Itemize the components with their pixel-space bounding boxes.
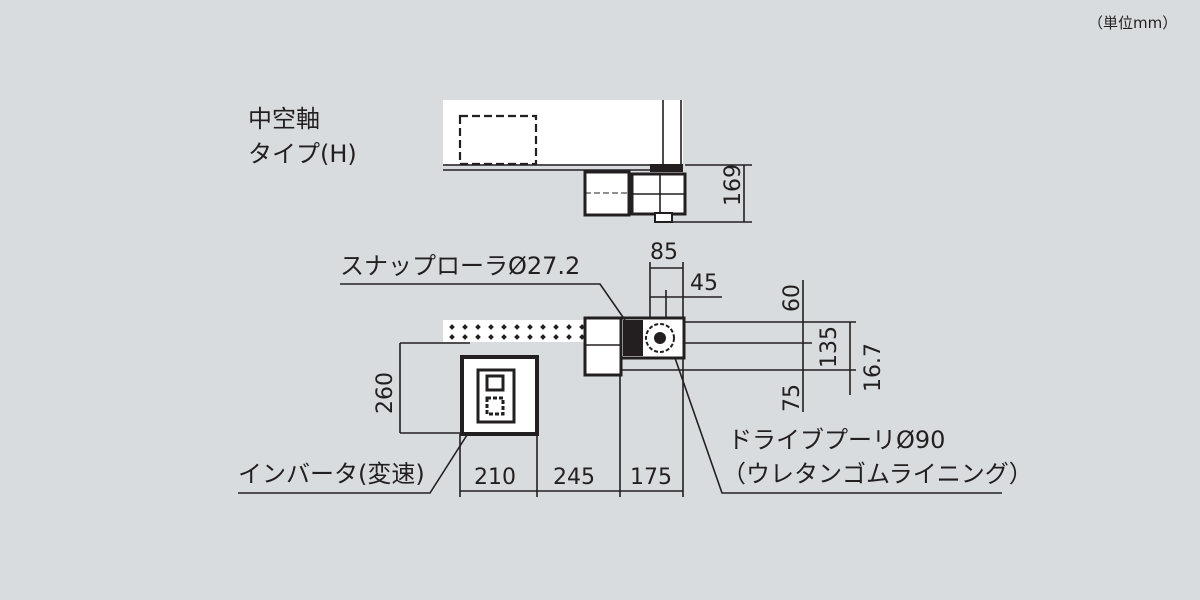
drive-pulley-note: （ウレタンゴムライニング） — [722, 460, 1033, 488]
roller-dot — [501, 324, 507, 330]
dim-85: 85 — [650, 240, 678, 265]
dim-16-7: 16.7 — [861, 343, 886, 392]
roller-dot — [527, 324, 533, 330]
roller-dot — [579, 324, 585, 330]
dim-45: 45 — [690, 271, 718, 296]
dim-60: 60 — [780, 284, 805, 312]
roller-dot — [566, 334, 572, 340]
dim-135: 135 — [817, 326, 842, 368]
roller-dot — [462, 334, 468, 340]
dim-210: 210 — [474, 465, 516, 490]
roller-dot — [579, 334, 585, 340]
roller-dot — [488, 324, 494, 330]
side-view: 169 — [443, 100, 752, 223]
dim-169: 169 — [721, 164, 746, 206]
roller-dot — [514, 324, 520, 330]
type-title-line1: 中空軸 — [248, 105, 320, 133]
snap-roller-callout: スナップローラØ27.2 — [340, 252, 580, 280]
roller-dot — [449, 334, 455, 340]
roller-dot — [553, 334, 559, 340]
dim-245: 245 — [553, 465, 595, 490]
plan-view: 260 60 135 16.7 75 85 45 210 245 175 — [373, 240, 886, 497]
roller-dot — [527, 334, 533, 340]
type-title-line2: タイプ(H) — [248, 140, 357, 168]
dim-260: 260 — [373, 372, 398, 414]
roller-dot — [488, 334, 494, 340]
roller-dot — [540, 334, 546, 340]
dim-175: 175 — [630, 465, 672, 490]
roller-dot — [540, 324, 546, 330]
drive-pulley-callout: ドライブプーリØ90 — [728, 426, 945, 454]
inverter-callout: インバータ(変速) — [238, 460, 425, 488]
dim-75: 75 — [780, 384, 805, 412]
roller-dot — [475, 334, 481, 340]
roller-dot — [514, 334, 520, 340]
roller-dot — [501, 334, 507, 340]
roller-dot — [475, 324, 481, 330]
roller-dot — [553, 324, 559, 330]
roller-dot — [462, 324, 468, 330]
roller-dot — [449, 324, 455, 330]
roller-dot — [566, 324, 572, 330]
unit-label: （単位mm） — [1088, 14, 1177, 32]
